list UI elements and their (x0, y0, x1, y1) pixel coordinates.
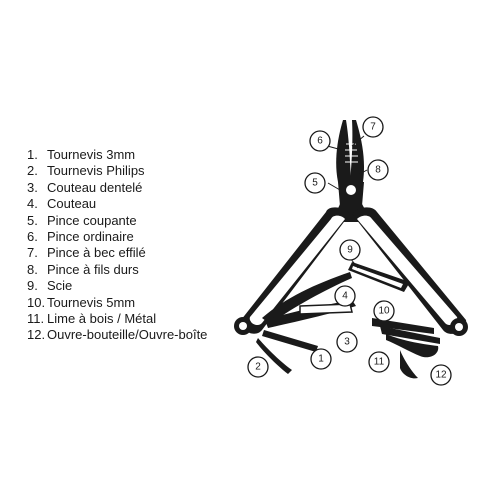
legend-number: 1. (27, 147, 38, 162)
legend-item-3: 3. Couteau dentelé (27, 180, 207, 196)
saw-blade (348, 262, 410, 292)
callout-number: 1 (318, 354, 324, 365)
legend-number: 12. (27, 327, 46, 343)
callout-6: 6 (309, 130, 331, 152)
screwdrivers (256, 330, 318, 374)
callout-number: 3 (344, 337, 350, 348)
callout-number: 10 (378, 306, 390, 317)
callout-number: 12 (435, 370, 447, 381)
callout-11: 11 (368, 351, 390, 373)
legend-item-11: 11.Lime à bois / Métal (27, 311, 207, 327)
callout-8: 8 (367, 159, 389, 181)
callout-number: 11 (374, 357, 385, 368)
callout-12: 12 (430, 364, 452, 386)
legend-label: Pince coupante (47, 212, 137, 228)
callout-number: 7 (370, 122, 376, 133)
callout-4: 4 (334, 285, 356, 307)
right-handle (352, 207, 468, 336)
callout-10: 10 (373, 300, 395, 322)
callout-7: 7 (362, 116, 384, 138)
legend-number: 8. (27, 261, 38, 277)
legend-label: Pince à fils durs (47, 261, 139, 277)
legend-label: Ouvre-bouteille/Ouvre-boîte (47, 327, 208, 343)
right-tools (372, 318, 440, 379)
legend-item-5: 5. Pince coupante (27, 213, 207, 229)
legend-label: Tournevis 5mm (47, 294, 136, 310)
legend-number: 7. (27, 245, 38, 261)
legend-number: 11. (27, 310, 45, 326)
callout-3: 3 (336, 331, 358, 353)
legend-label: Couteau (47, 196, 97, 212)
callout-5: 5 (304, 172, 326, 194)
callout-number: 9 (347, 245, 353, 256)
callout-9: 9 (339, 239, 361, 261)
legend-item-9: 9. Scie (27, 278, 207, 294)
legend-number: 3. (27, 179, 38, 195)
callout-1: 1 (310, 348, 332, 370)
legend-number: 4. (27, 196, 38, 212)
legend-label: Couteau dentelé (47, 179, 143, 195)
legend-number: 9. (27, 278, 38, 294)
left-handle (234, 207, 350, 335)
jaw-teeth (345, 143, 358, 163)
knife-blades (262, 272, 356, 328)
legend-label: Tournevis 3mm (47, 147, 136, 162)
legend-item-1: 1. Tournevis 3mm (27, 147, 207, 163)
legend-number: 6. (27, 228, 38, 244)
legend-item-7: 7. Pince à bec effilé (27, 245, 207, 261)
legend-number: 10. (27, 294, 46, 310)
legend-item-12: 12.Ouvre-bouteille/Ouvre-boîte (27, 327, 207, 343)
legend-label: Pince à bec effilé (47, 245, 146, 261)
callout-number: 2 (255, 362, 261, 373)
legend-number: 5. (27, 212, 38, 228)
callout-number: 4 (342, 291, 348, 302)
legend-item-6: 6. Pince ordinaire (27, 229, 207, 245)
legend-item-4: 4. Couteau (27, 196, 207, 212)
legend-label: Pince ordinaire (47, 228, 134, 244)
callout-2: 2 (247, 356, 269, 378)
tool-legend: 1. Tournevis 3mm 2. Tournevis Philips 3. Co… (27, 147, 207, 344)
legend-label: Tournevis Philips (47, 163, 145, 179)
legend-item-2: 2. Tournevis Philips (27, 163, 207, 179)
legend-number: 2. (27, 163, 38, 179)
legend-label: Lime à bois / Métal (47, 310, 157, 326)
callout-number: 6 (317, 136, 323, 147)
callout-number: 8 (375, 165, 381, 176)
legend-label: Scie (47, 278, 73, 294)
callout-number: 5 (312, 178, 318, 189)
legend-item-8: 8. Pince à fils durs (27, 262, 207, 278)
legend-item-10: 10.Tournevis 5mm (27, 295, 207, 311)
